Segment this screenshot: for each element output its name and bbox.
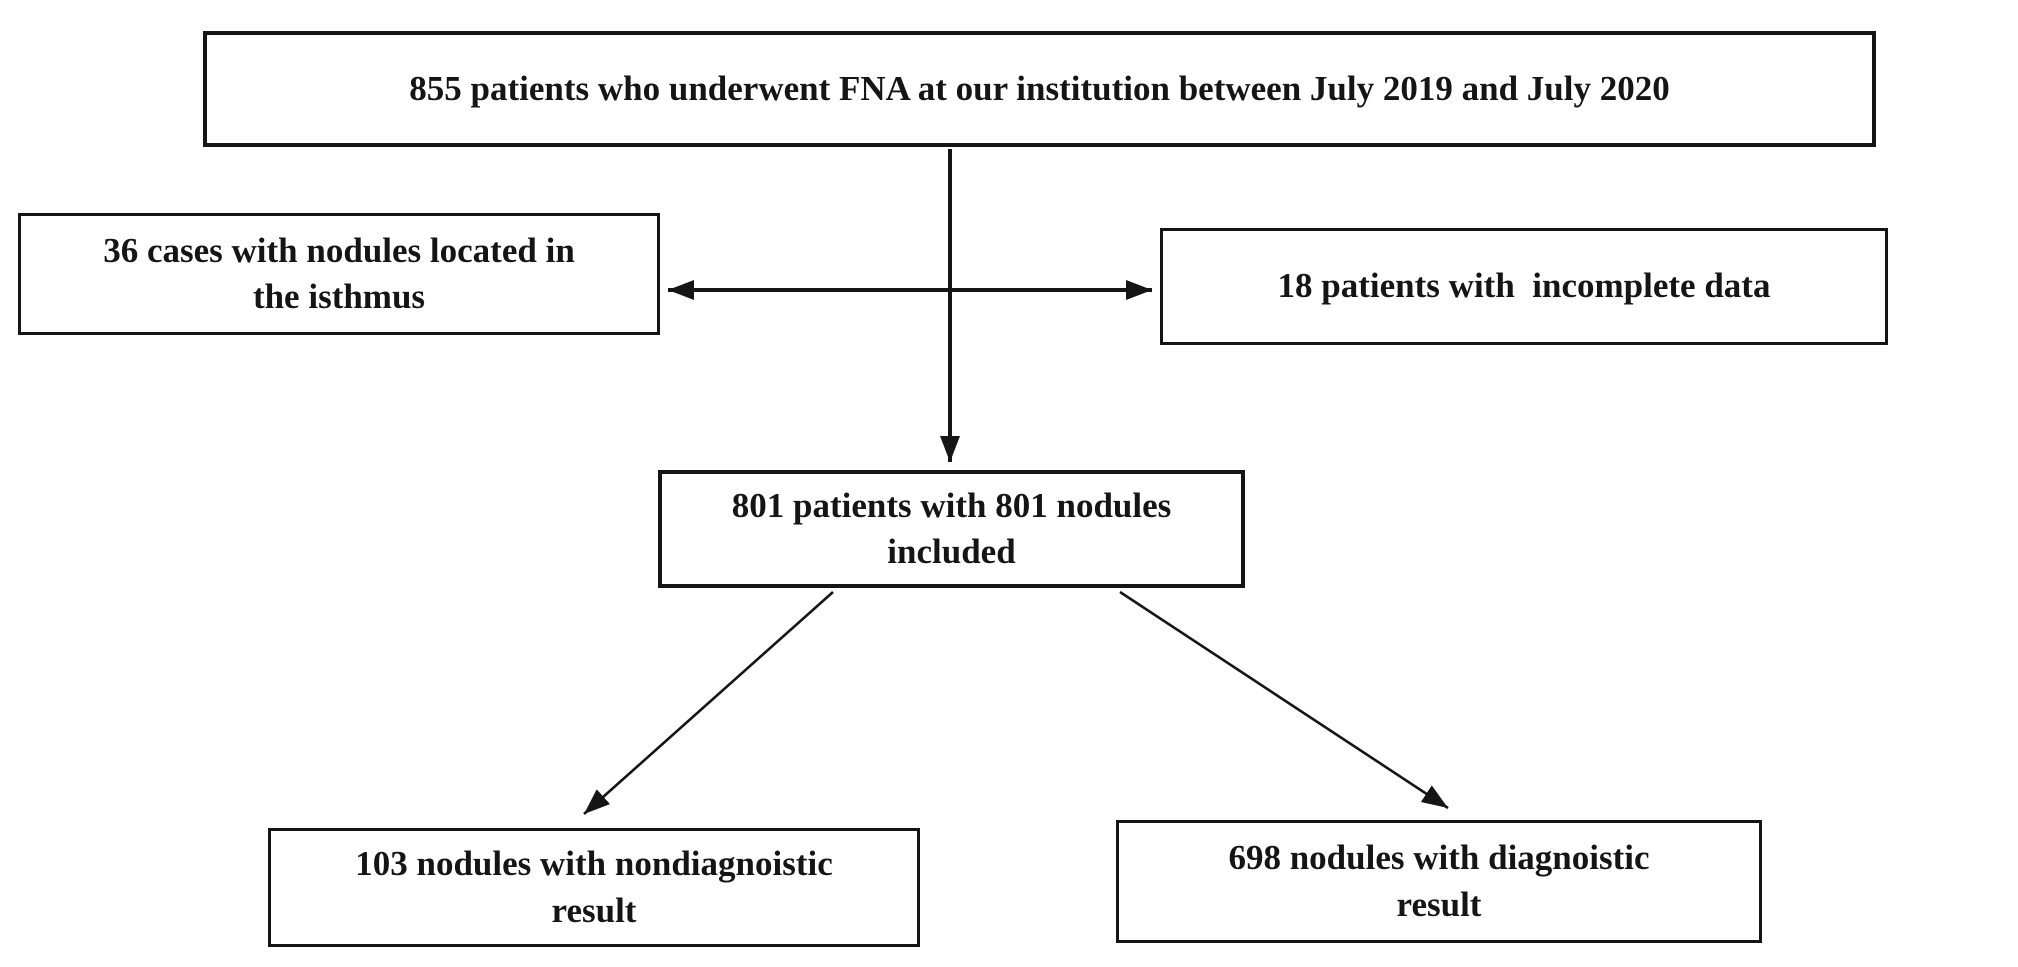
node-label-line1: 698 nodules with diagnoistic	[1228, 838, 1650, 878]
node-label-line2: result	[1396, 884, 1482, 924]
node-nondiagnostic-result: 103 nodules with nondiagnoistic result	[268, 828, 920, 947]
node-diagnostic-result: 698 nodules with diagnoistic result	[1116, 820, 1762, 943]
arrow-included-to-nondiagnostic	[583, 591, 834, 815]
node-incomplete-data-excluded: 18 patients with incomplete data	[1160, 228, 1888, 345]
node-isthmus-excluded: 36 cases with nodules located in the ist…	[18, 213, 660, 335]
node-label: 855 patients who underwent FNA at our in…	[409, 68, 1670, 108]
node-label-line2: included	[887, 532, 1016, 571]
node-label: 18 patients with incomplete data	[1277, 266, 1771, 306]
node-total-patients: 855 patients who underwent FNA at our in…	[203, 31, 1876, 147]
node-label-line2: result	[551, 890, 637, 930]
node-label-line1: 36 cases with nodules located in	[103, 230, 575, 270]
arrow-included-to-diagnostic	[1119, 590, 1449, 810]
node-included-patients: 801 patients with 801 nodules included	[658, 470, 1245, 588]
node-label-line2: the isthmus	[252, 277, 426, 316]
node-label-line1: 103 nodules with nondiagnoistic	[355, 844, 833, 884]
node-label-line1: 801 patients with 801 nodules	[731, 485, 1172, 525]
